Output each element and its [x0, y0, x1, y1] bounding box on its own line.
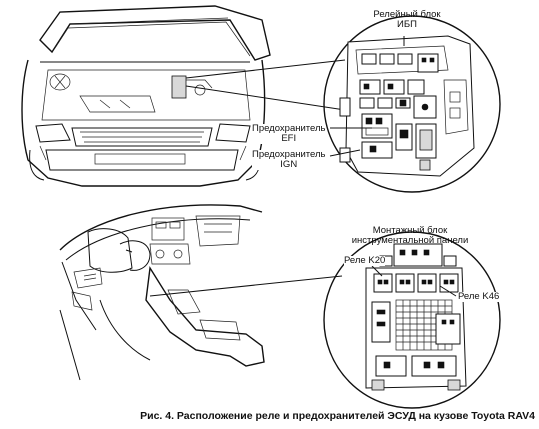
label-relay-block-ibp: Релейный блок ИБП: [373, 9, 441, 30]
instrument-panel-block-detail: [323, 231, 501, 409]
figure-caption: Рис. 4. Расположение реле и предохраните…: [140, 410, 535, 422]
label-relay-k46: Реле K46: [458, 291, 500, 302]
dashboard-illustration: [59, 204, 265, 381]
leader-line-instrument-block: [149, 275, 343, 297]
label-fuse-ign: Предохранитель IGN: [252, 149, 326, 170]
relay-block-ibp-detail: [323, 15, 501, 193]
label-fuse-efi: Предохранитель EFI: [252, 123, 326, 144]
leader-line-k20: [371, 265, 383, 277]
leader-line-relay-block: [185, 59, 346, 79]
leader-line-ign: [329, 149, 361, 157]
label-relay-k20: Реле K20: [344, 255, 386, 266]
label-instrument-panel-block: Монтажный блок инструментальной панели: [351, 225, 469, 246]
leader-line-relay-block-2: [185, 85, 346, 111]
leader-line-k46: [439, 285, 457, 297]
car-front-illustration: [21, 5, 271, 187]
